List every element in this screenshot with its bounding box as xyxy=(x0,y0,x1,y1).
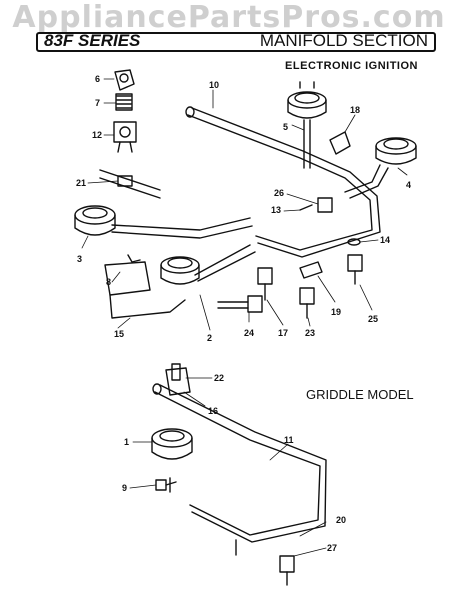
watermark: AppliancePartsPros.com xyxy=(12,0,446,35)
part-number-15: 15 xyxy=(114,329,124,339)
burner-left xyxy=(74,205,253,239)
bracket-19 xyxy=(299,261,323,279)
part-number-9: 9 xyxy=(122,483,127,493)
series-title: 83F SERIES xyxy=(44,31,141,50)
griddle-igniter xyxy=(155,477,177,493)
manifold-bar xyxy=(99,169,161,199)
subtitle: ELECTRONIC IGNITION xyxy=(285,60,418,72)
part-number-2: 2 xyxy=(207,333,212,343)
part-number-25: 25 xyxy=(368,314,378,324)
manifold-tube xyxy=(185,106,381,258)
burner-valves xyxy=(257,197,363,319)
griddle-burner xyxy=(151,428,193,460)
griddle-model-label: GRIDDLE MODEL xyxy=(306,387,414,402)
part-number-14: 14 xyxy=(380,235,390,245)
part-number-4: 4 xyxy=(406,180,411,190)
part-number-18: 18 xyxy=(350,105,360,115)
part-number-1: 1 xyxy=(124,437,129,447)
part-number-7: 7 xyxy=(95,98,100,108)
spring xyxy=(115,93,133,111)
elbow-fitting xyxy=(114,69,135,91)
part-number-21: 21 xyxy=(76,178,86,188)
title-bar: 83F SERIES MANIFOLD SECTION xyxy=(36,31,436,52)
part-number-11: 11 xyxy=(284,435,294,445)
bracket-8-15 xyxy=(104,254,186,319)
burner-top-center xyxy=(287,81,327,169)
part-number-6: 6 xyxy=(95,74,100,84)
bracket-18 xyxy=(329,131,351,155)
part-number-labels: 10 6 7 12 5 18 4 21 26 13 14 3 8 19 15 2… xyxy=(76,74,411,553)
part-number-13: 13 xyxy=(271,205,281,215)
burner-right xyxy=(344,137,417,199)
part-number-27: 27 xyxy=(327,543,337,553)
part-number-22: 22 xyxy=(214,373,224,383)
part-number-23: 23 xyxy=(305,328,315,338)
griddle-manifold xyxy=(152,383,327,543)
part-number-10: 10 xyxy=(209,80,219,90)
part-number-20: 20 xyxy=(336,515,346,525)
griddle-bracket xyxy=(165,363,191,396)
part-number-8: 8 xyxy=(106,277,111,287)
part-number-3: 3 xyxy=(77,254,82,264)
part-number-17: 17 xyxy=(278,328,288,338)
part-number-16: 16 xyxy=(208,406,218,416)
burner-front-center xyxy=(160,244,256,285)
part-number-24: 24 xyxy=(244,328,254,338)
leader-lines xyxy=(81,78,408,557)
thermostat xyxy=(217,295,263,313)
griddle-valve xyxy=(235,539,295,586)
part-number-19: 19 xyxy=(331,307,341,317)
part-number-5: 5 xyxy=(283,122,288,132)
part-number-12: 12 xyxy=(92,130,102,140)
section-title: MANIFOLD SECTION xyxy=(259,31,428,50)
regulator-valve xyxy=(113,121,137,153)
part-number-26: 26 xyxy=(274,188,284,198)
